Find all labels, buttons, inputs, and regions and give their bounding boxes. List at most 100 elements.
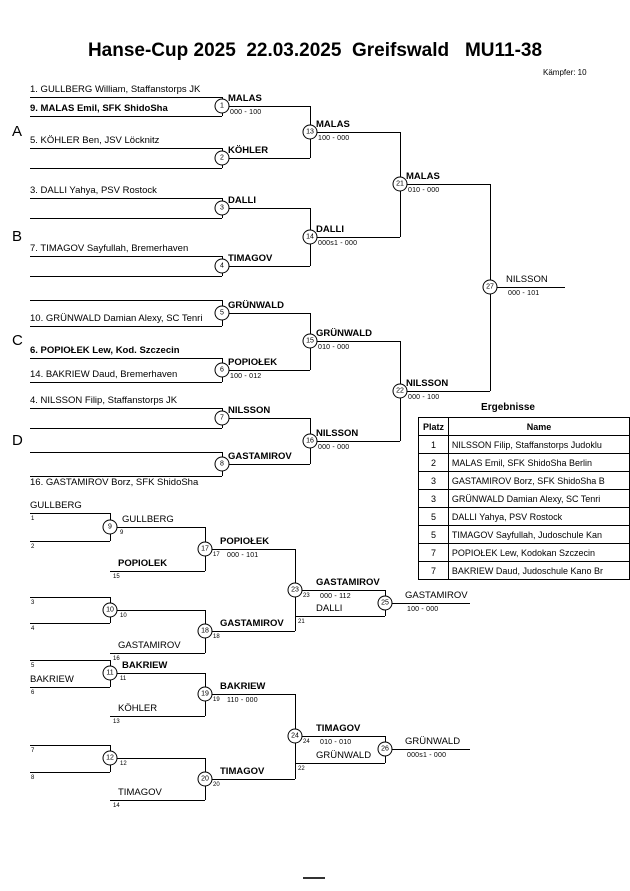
match-7-badge: 7 [214, 410, 230, 426]
bracket-line [295, 763, 385, 764]
seed-entry-8: 14. BAKRIEW Daud, Bremerhaven [30, 369, 178, 380]
match-3-badge: 3 [214, 200, 230, 216]
bracket-line [30, 745, 110, 746]
line-ref-8: 8 [31, 775, 35, 781]
bracket-line [385, 603, 470, 604]
line-ref-1: 1 [31, 516, 35, 522]
line-ref-23: 23 [303, 593, 310, 599]
match-2-badge: 2 [214, 150, 230, 166]
bracket-line [30, 116, 222, 117]
line-ref-22: 22 [298, 766, 305, 772]
bracket-line [385, 749, 470, 750]
line-ref-21: 21 [298, 619, 305, 625]
match-21-score: 010 - 000 [408, 187, 440, 194]
match-1-score: 000 - 100 [230, 109, 262, 116]
fighter-count: Kämpfer: 10 [543, 68, 587, 77]
result-place: 5 [418, 525, 449, 544]
bracket-line [30, 541, 110, 542]
match-4-badge: 4 [214, 258, 230, 274]
match-18-winner: GASTAMIROV [220, 618, 284, 629]
seed-entry-9: 4. NILSSON Filip, Staffanstorps JK [30, 395, 178, 406]
match-1-badge: 1 [214, 98, 230, 114]
result-name: POPIOŁEK Lew, Kodokan Szczecin [447, 543, 630, 562]
bracket-line [30, 97, 222, 98]
line-ref-16: 16 [113, 656, 120, 662]
match-16-badge: 16 [302, 433, 318, 449]
results-table: Platz Name 1 NILSSON Filip, Staffanstorp… [418, 417, 630, 580]
match-20-winner: TIMAGOV [220, 766, 265, 777]
line-ref-11: 11 [120, 676, 127, 682]
match-25-score: 100 - 000 [407, 606, 439, 613]
match-22-badge: 22 [392, 383, 408, 399]
page-title: Hanse-Cup 2025 22.03.2025 Greifswald MU1… [87, 40, 543, 61]
bracket-line [110, 527, 205, 528]
match-17-score: 000 - 101 [227, 552, 259, 559]
bracket-line [222, 313, 310, 314]
bronze-1-winner: GASTAMIROV [405, 590, 468, 601]
repechage-entry-gruenwald: GRÜNWALD [316, 750, 372, 761]
line-ref-12: 12 [120, 761, 127, 767]
match-14-badge: 14 [302, 229, 318, 245]
repechage-entry-koehler: KÖHLER [118, 703, 158, 714]
result-name: TIMAGOV Sayfullah, Judoschule Kan [447, 525, 630, 544]
result-name: BAKRIEW Daud, Judoschule Kano Br [447, 561, 630, 580]
match-8-winner: GASTAMIROV [228, 451, 292, 462]
result-place: 2 [418, 453, 449, 472]
match-19-score: 110 - 000 [227, 697, 258, 704]
line-ref-3: 3 [31, 600, 35, 606]
seed-entry-4: 3. DALLI Yahya, PSV Rostock [30, 185, 157, 196]
bracket-line [30, 452, 222, 453]
seed-entry-10: 16. GASTAMIROV Borz, SFK ShidoSha [30, 477, 199, 488]
bracket-line [222, 464, 310, 465]
final-score: 000 - 101 [508, 290, 540, 297]
pool-label-d: D [12, 432, 23, 449]
repechage-entry-dalli: DALLI [316, 603, 343, 614]
match-6-winner: POPIOŁEK [228, 357, 278, 368]
match-17-badge: 17 [197, 541, 213, 557]
bracket-line [30, 408, 222, 409]
match-16-winner: NILSSON [316, 428, 359, 439]
match-3-winner: DALLI [228, 195, 256, 206]
result-place: 5 [418, 507, 449, 526]
match-18-badge: 18 [197, 623, 213, 639]
result-row: 1 NILSSON Filip, Staffanstorps Judoklu [418, 435, 630, 454]
bracket-line [110, 758, 205, 759]
match-9-badge: 9 [102, 519, 118, 535]
match-14-winner: DALLI [316, 224, 344, 235]
match-22-score: 000 - 100 [408, 394, 440, 401]
result-place: 3 [418, 471, 449, 490]
line-ref-13: 13 [113, 719, 120, 725]
result-name: GRÜNWALD Damian Alexy, SC Tenri [447, 489, 630, 508]
result-row: 7 BAKRIEW Daud, Judoschule Kano Br [418, 561, 630, 580]
repechage-entry-timagov: TIMAGOV [118, 787, 162, 798]
final-winner: NILSSON [506, 274, 548, 285]
bronze-2-winner: GRÜNWALD [405, 736, 461, 747]
match-13-badge: 13 [302, 124, 318, 140]
result-name: DALLI Yahya, PSV Rostock [447, 507, 630, 526]
bracket-line [30, 218, 222, 219]
match-26-score: 000s1 - 000 [407, 752, 447, 759]
line-ref-9: 9 [120, 530, 124, 536]
bracket-line [205, 549, 295, 550]
match-26-badge: 26 [377, 741, 393, 757]
match-25-badge: 25 [377, 595, 393, 611]
bracket-line [222, 158, 310, 159]
match-14-score: 000s1 - 000 [318, 240, 358, 247]
match-15-winner: GRÜNWALD [316, 328, 372, 339]
match-23-badge: 23 [287, 582, 303, 598]
line-ref-20: 20 [213, 782, 220, 788]
result-place: 7 [418, 543, 449, 562]
match-4-winner: TIMAGOV [228, 253, 273, 264]
match-2-winner: KÖHLER [228, 145, 269, 156]
result-row: 3 GRÜNWALD Damian Alexy, SC Tenri [418, 489, 630, 508]
bracket-line [30, 772, 110, 773]
result-row: 5 TIMAGOV Sayfullah, Judoschule Kan [418, 525, 630, 544]
match-21-winner: MALAS [406, 171, 440, 182]
results-col-place: Platz [418, 417, 449, 436]
match-6-badge: 6 [214, 362, 230, 378]
match-23-winner: GASTAMIROV [316, 577, 380, 588]
bracket-line [30, 513, 110, 514]
seed-entry-3: 5. KÖHLER Ben, JSV Löcknitz [30, 135, 160, 146]
match-6-score: 100 - 012 [230, 373, 262, 380]
line-ref-19: 19 [213, 697, 220, 703]
